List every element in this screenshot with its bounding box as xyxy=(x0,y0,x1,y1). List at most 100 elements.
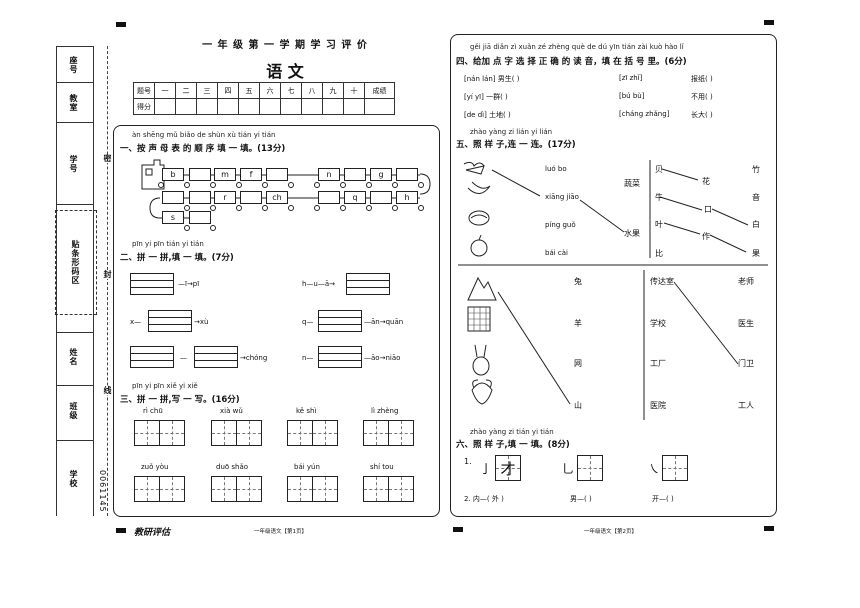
rabbit-icon xyxy=(472,344,490,376)
q6-antonym[interactable]: 开—( ) xyxy=(652,495,674,503)
tian-grid[interactable] xyxy=(388,476,414,502)
q4-item: [nán lán] 男生( ) xyxy=(464,75,520,83)
banana-icon xyxy=(467,181,491,194)
train-car[interactable] xyxy=(318,191,340,204)
registration-mark xyxy=(116,22,126,27)
q5-pinyin-word: luó bo xyxy=(545,165,567,173)
q2-b-formula: h—u—ā→ xyxy=(302,280,336,288)
train-car: r xyxy=(214,191,236,204)
q5-word: 医院 xyxy=(650,401,666,410)
answer-box-4line[interactable] xyxy=(130,346,174,368)
page-footer-1: 一年级语文【第1页】 xyxy=(254,529,307,535)
q2-f-prefix: n— xyxy=(302,354,314,362)
sticker-area-label: 贴条形码区 xyxy=(71,240,80,285)
tian-grid[interactable] xyxy=(159,476,185,502)
q3-pinyin-prompt: rì chū xyxy=(143,407,163,415)
q5-char: 比 xyxy=(655,249,663,258)
q6-stroke: ㇏ xyxy=(648,462,661,476)
q2-e-dash: — xyxy=(180,354,187,362)
score-table: 题号 一 二 三 四 五 六 七 八 九 十 成绩 得分 xyxy=(133,82,395,115)
q3-pinyin-prompt: kě shì xyxy=(296,407,317,415)
q5-char: 牛 xyxy=(655,193,663,202)
goat-icon xyxy=(471,379,493,405)
q5-pinyin-word: píng guǒ xyxy=(545,221,576,229)
q3-pinyin-prompt: duō shǎo xyxy=(216,463,249,471)
registration-mark xyxy=(453,527,463,532)
train-car: ch xyxy=(266,191,288,204)
net-icon xyxy=(467,306,491,332)
train-car[interactable] xyxy=(162,191,184,204)
train-wheel xyxy=(366,205,372,211)
train-wheel xyxy=(314,182,320,188)
name-label: 姓名 xyxy=(69,348,78,366)
q3-pinyin: pīn yi pīn xiě yi xiě xyxy=(132,382,198,390)
q3-pinyin-prompt: bái yún xyxy=(294,463,320,471)
q5-word: 山 xyxy=(574,401,582,410)
train-car[interactable] xyxy=(240,191,262,204)
tian-grid[interactable] xyxy=(662,455,688,481)
train-wheel xyxy=(418,205,424,211)
train-wheel xyxy=(210,205,216,211)
q4-item: 报纸( ) xyxy=(691,75,713,83)
train-car[interactable] xyxy=(189,168,211,181)
q5-char: 音 xyxy=(752,193,760,202)
q3-pinyin-prompt: xià wǔ xyxy=(220,407,243,415)
answer-box-4line[interactable] xyxy=(318,346,362,368)
train-wheel xyxy=(184,205,190,211)
train-wheel xyxy=(288,182,294,188)
registration-mark xyxy=(116,528,126,533)
q6-antonym[interactable]: 男—( ) xyxy=(570,495,592,503)
train-car: n xyxy=(318,168,340,181)
seat-label: 座号 xyxy=(69,56,78,74)
seal-feng: 封 xyxy=(102,270,113,279)
answer-box-4line[interactable] xyxy=(346,273,390,295)
tian-grid[interactable] xyxy=(388,420,414,446)
q2-c-suffix: →xù xyxy=(194,318,209,326)
train-wheel xyxy=(262,205,268,211)
q5-word: 传达室 xyxy=(650,277,674,286)
answer-box-4line[interactable] xyxy=(148,310,192,332)
train-wheel xyxy=(340,205,346,211)
mountain-icon xyxy=(467,276,497,301)
q5-char: 贝 xyxy=(655,165,663,174)
q4-item: [cháng zhǎng] xyxy=(619,110,670,118)
tian-grid[interactable] xyxy=(312,476,338,502)
train-wheel xyxy=(184,182,190,188)
train-wheel xyxy=(184,225,190,231)
cabbage-icon xyxy=(468,210,490,226)
q2-d-suffix: —ān→quān xyxy=(364,318,404,326)
carrot-icon xyxy=(463,161,485,175)
train-car[interactable] xyxy=(344,168,366,181)
exam-title: 一 年 级 第 一 学 期 学 习 评 价 xyxy=(202,40,368,51)
answer-box-4line[interactable] xyxy=(318,310,362,332)
train-car[interactable] xyxy=(189,191,211,204)
q5-word: 网 xyxy=(574,359,582,368)
tian-grid[interactable] xyxy=(577,455,603,481)
q5-pinyin-word: bái cài xyxy=(545,249,568,257)
q3-pinyin-prompt: shí tou xyxy=(370,463,394,471)
train-car: s xyxy=(162,211,184,224)
tian-grid[interactable] xyxy=(159,420,185,446)
train-wheel xyxy=(418,182,424,188)
train-car[interactable] xyxy=(189,211,211,224)
answer-box-4line[interactable] xyxy=(130,273,174,295)
apple-icon xyxy=(470,234,488,257)
seal-xian: 线 xyxy=(102,386,113,395)
train-wheel xyxy=(366,182,372,188)
tian-grid[interactable] xyxy=(312,420,338,446)
q5-category: 水果 xyxy=(624,229,640,238)
school-label: 学校 xyxy=(69,470,78,488)
tian-grid[interactable] xyxy=(236,420,262,446)
train-car[interactable] xyxy=(396,168,418,181)
train-car[interactable] xyxy=(370,191,392,204)
train-car: g xyxy=(370,168,392,181)
train-car[interactable] xyxy=(266,168,288,181)
q2-d-prefix: q— xyxy=(302,318,314,326)
train-car: q xyxy=(344,191,366,204)
tian-grid[interactable] xyxy=(236,476,262,502)
score-cell[interactable] xyxy=(364,98,395,115)
q1-title: 一、按 声 母 表 的 顺 序 填 一 填。(13分) xyxy=(120,144,286,154)
q2-pinyin: pīn yi pīn tián yi tián xyxy=(132,240,204,248)
answer-box-4line[interactable] xyxy=(194,346,238,368)
q3-title: 三、拼 一 拼,写 一 写。(16分) xyxy=(120,395,240,405)
